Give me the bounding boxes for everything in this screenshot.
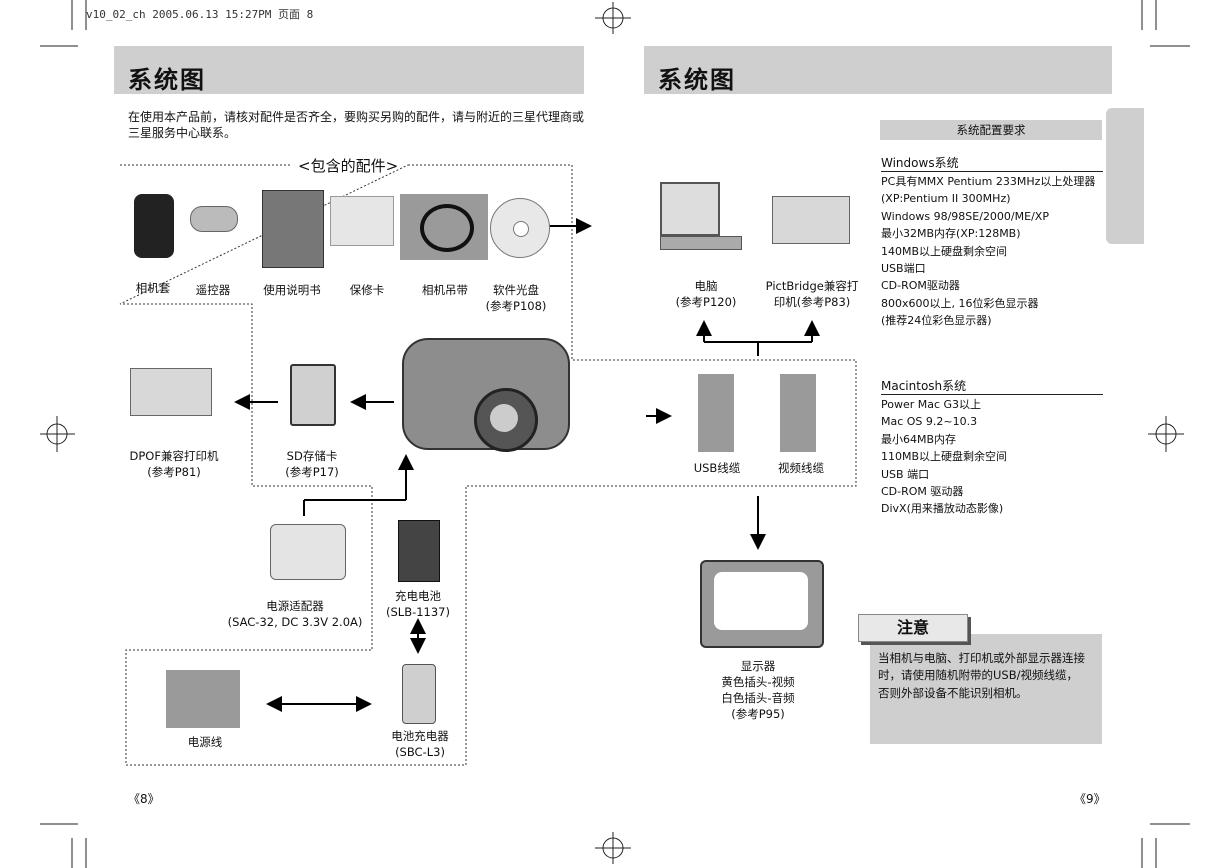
mac-spec: Mac OS 9.2~10.3 xyxy=(881,415,978,429)
warranty-label: 保修卡 xyxy=(349,283,385,297)
mac-divider xyxy=(881,394,1103,395)
sd-card-image xyxy=(290,364,336,426)
pc-keyboard-image xyxy=(660,236,742,250)
windows-title: Windows系统 xyxy=(881,156,959,170)
camera-image xyxy=(402,338,570,452)
manual-label: 使用说明书 xyxy=(263,283,321,297)
left-page-title: 系统图 xyxy=(128,66,206,94)
pc-label: 电脑 xyxy=(694,279,718,293)
note-line: 否则外部设备不能识别相机。 xyxy=(878,685,1028,700)
usb-cable-label: USB线缆 xyxy=(693,461,741,475)
adapter-label: 电源适配器 xyxy=(266,599,324,613)
left-page-number: 《8》 xyxy=(128,792,160,806)
battery-image xyxy=(398,520,440,582)
windows-spec: PC具有MMX Pentium 233MHz以上处理器 xyxy=(881,175,1096,188)
windows-spec: 最小32MB内存(XP:128MB) xyxy=(881,227,1021,241)
windows-spec: (推荐24位彩色显示器) xyxy=(881,314,992,328)
note-title: 注意 xyxy=(858,614,968,642)
windows-divider xyxy=(881,171,1103,172)
print-info: v10_02_ch 2005.06.13 15:27PM 页面 8 xyxy=(86,8,314,21)
mac-spec: USB 端口 xyxy=(881,467,930,481)
battery-label: 充电电池 xyxy=(395,589,441,603)
camera-strap-image xyxy=(400,194,488,260)
pictbridge-label-2: 印机(参考P83) xyxy=(773,295,851,309)
video-cable-image xyxy=(780,374,816,452)
side-tab xyxy=(1106,108,1144,244)
windows-spec: Windows 98/98SE/2000/ME/XP xyxy=(881,209,1049,223)
note-box xyxy=(870,634,1102,744)
dpof-printer-ref: (参考P81) xyxy=(147,465,201,479)
monitor-line-3: 白色插头-音频 xyxy=(721,691,795,705)
dpof-printer-image xyxy=(130,368,212,416)
intro-line-2: 三星服务中心联系。 xyxy=(128,126,237,140)
left-title-bar xyxy=(114,46,584,94)
power-adapter-image xyxy=(270,524,346,580)
right-page-title: 系统图 xyxy=(658,66,736,94)
warranty-card-image xyxy=(330,196,394,246)
monitor-line-2: 黄色插头-视频 xyxy=(721,675,795,689)
remote-label: 遥控器 xyxy=(195,283,231,297)
windows-spec: 800x600以上, 16位彩色显示器 xyxy=(881,296,1039,310)
monitor-image xyxy=(700,560,824,648)
monitor-ref: (参考P95) xyxy=(731,707,785,721)
battery-model: (SLB-1137) xyxy=(386,605,450,619)
windows-spec: (XP:Pentium II 300MHz) xyxy=(881,192,1011,206)
software-label: 软件光盘 xyxy=(493,283,539,297)
charger-label: 电池充电器 xyxy=(391,729,449,743)
charger-model: (SBC-L3) xyxy=(395,745,445,759)
mac-specs: Power Mac G3以上 Mac OS 9.2~10.3 最小64MB内存 … xyxy=(881,396,1007,518)
windows-spec: CD-ROM驱动器 xyxy=(881,279,960,293)
dpof-printer-label: DPOF兼容打印机 xyxy=(129,449,219,463)
windows-specs: PC具有MMX Pentium 233MHz以上处理器 (XP:Pentium … xyxy=(881,173,1095,330)
monitor-label: 显示器 xyxy=(740,659,776,673)
software-ref: (参考P108) xyxy=(485,299,547,313)
pictbridge-label-1: PictBridge兼容打 xyxy=(765,279,859,293)
note-line: 当相机与电脑、打印机或外部显示器连接 xyxy=(878,651,1085,665)
note-text: 当相机与电脑、打印机或外部显示器连接 时，请使用随机附带的USB/视频线缆， 否… xyxy=(878,650,1085,702)
mac-spec: CD-ROM 驱动器 xyxy=(881,485,964,499)
power-cord-label: 电源线 xyxy=(187,735,223,749)
right-page-number: 《9》 xyxy=(1074,792,1106,806)
intro-line-1: 在使用本产品前，请核对配件是否齐全，要购买另购的配件，请与附近的三星代理商或 xyxy=(128,110,585,124)
note-line: 时，请使用随机附带的USB/视频线缆， xyxy=(878,668,1078,683)
windows-spec: 140MB以上硬盘剩余空间 xyxy=(881,244,1008,258)
strap-label: 相机吊带 xyxy=(422,283,468,297)
case-label: 相机套 xyxy=(135,281,171,295)
right-title-bar xyxy=(644,46,1112,94)
included-accessories-label: <包含的配件> xyxy=(298,157,399,175)
remote-control-image xyxy=(190,206,238,232)
usb-cable-image xyxy=(698,374,734,452)
mac-spec: 110MB以上硬盘剩余空间 xyxy=(881,450,1008,464)
sd-card-label: SD存储卡 xyxy=(286,449,338,463)
sysreq-title: 系统配置要求 xyxy=(956,123,1026,137)
mac-spec: DivX(用来播放动态影像) xyxy=(881,502,1004,516)
adapter-spec: (SAC-32, DC 3.3V 2.0A) xyxy=(227,615,363,629)
mac-title: Macintosh系统 xyxy=(881,379,967,393)
software-cd-image xyxy=(490,198,550,258)
pictbridge-printer-image xyxy=(772,196,850,244)
pc-ref: (参考P120) xyxy=(675,295,737,309)
sysreq-bar xyxy=(880,120,1102,140)
camera-case-image xyxy=(134,194,174,258)
mac-spec: 最小64MB内存 xyxy=(881,432,957,446)
video-cable-label: 视频线缆 xyxy=(778,461,824,475)
sd-card-ref: (参考P17) xyxy=(285,465,339,479)
user-manual-image xyxy=(262,190,324,268)
power-cord-image xyxy=(166,670,240,728)
pc-image xyxy=(660,182,720,236)
mac-spec: Power Mac G3以上 xyxy=(881,398,982,411)
windows-spec: USB端口 xyxy=(881,262,926,276)
battery-charger-image xyxy=(402,664,436,724)
